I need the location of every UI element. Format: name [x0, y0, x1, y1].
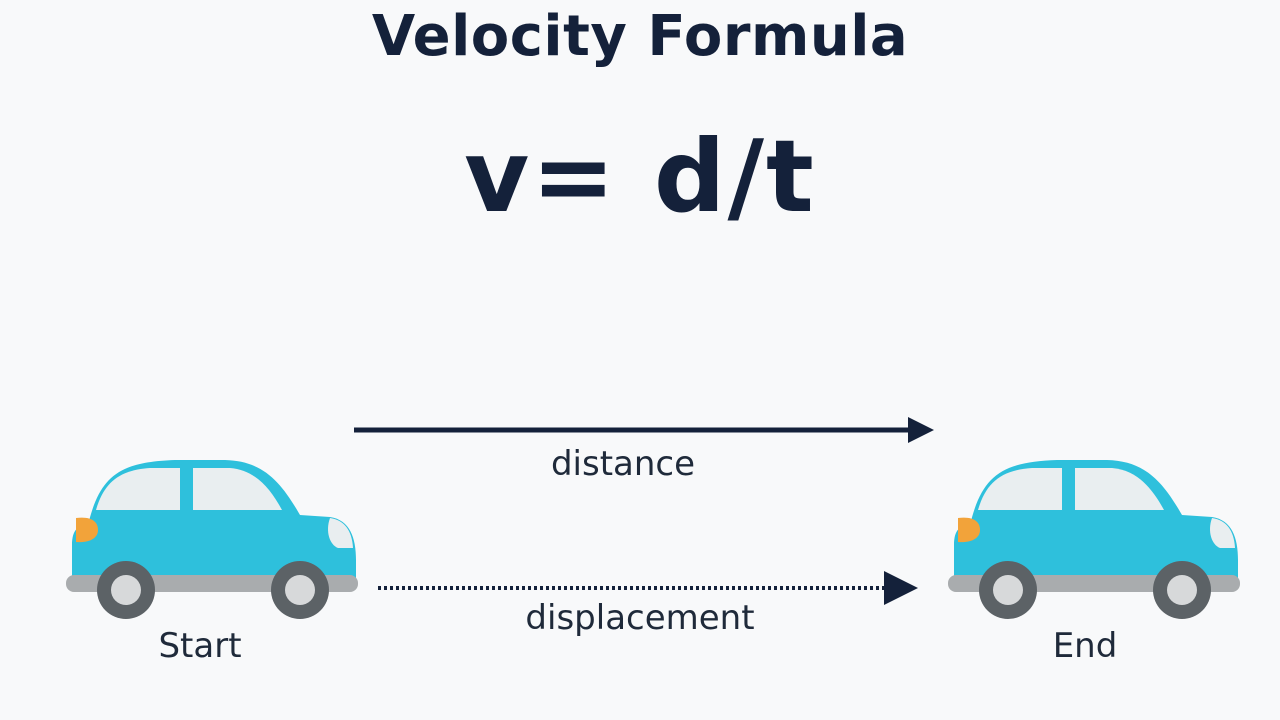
displacement-arrow [378, 571, 918, 605]
diagram-title: Velocity Formula [371, 4, 909, 69]
velocity-formula: v= d/t [464, 118, 816, 235]
end-label: End [1052, 626, 1118, 666]
start-car-icon [66, 460, 358, 619]
distance-arrow [354, 417, 934, 443]
end-car-icon [948, 460, 1240, 619]
displacement-label: displacement [525, 598, 755, 638]
distance-label: distance [550, 444, 696, 484]
start-label: Start [158, 626, 242, 666]
